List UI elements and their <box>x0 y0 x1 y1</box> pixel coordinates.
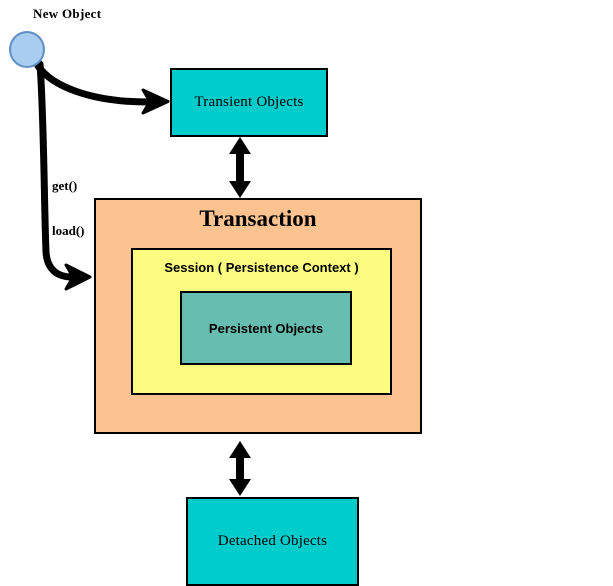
persistent-objects-label: Persistent Objects <box>208 320 324 336</box>
transaction-title: Transaction <box>199 206 317 231</box>
session-box[interactable]: Session ( Persistence Context ) Persiste… <box>131 248 392 395</box>
transaction-box[interactable]: Transaction Session ( Persistence Contex… <box>94 198 422 434</box>
edge-new-object-to-transient <box>34 62 170 115</box>
detached-objects-label: Detached Objects <box>217 533 328 549</box>
transient-objects-box[interactable]: Transient Objects <box>170 68 328 137</box>
get-call-label: get() <box>52 178 78 193</box>
session-title: Session ( Persistence Context ) <box>164 260 359 275</box>
new-object-circle[interactable] <box>9 31 45 68</box>
load-call-label: load() <box>52 223 85 238</box>
edge-transient-to-transaction <box>229 137 251 198</box>
persistent-objects-box[interactable]: Persistent Objects <box>180 291 352 365</box>
get-load-edge-label: get() load() <box>52 148 85 268</box>
detached-objects-box[interactable]: Detached Objects <box>186 497 359 586</box>
new-object-label: New Object <box>33 6 102 21</box>
transient-objects-label: Transient Objects <box>194 94 304 110</box>
edge-transaction-to-detached <box>229 441 251 496</box>
